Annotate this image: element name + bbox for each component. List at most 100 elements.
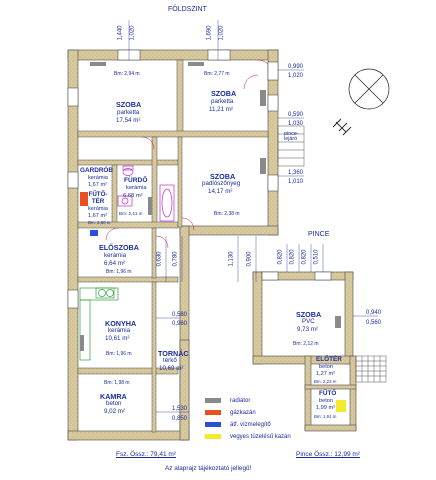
room-name: SZOBA [210, 172, 236, 181]
interior-walls [77, 59, 269, 433]
room-height: Bm: 1,96 m [106, 351, 132, 357]
room-area: 1,67 m² [88, 213, 107, 219]
room-area: 6,68 m² [123, 193, 143, 199]
dimension-label: 1,020 [129, 25, 136, 41]
room-area: 1,67 m² [88, 182, 107, 188]
legend-swatch-water-heater [205, 422, 221, 427]
room-floor: beton [106, 400, 122, 407]
dimension-label: 1,020 [288, 73, 304, 79]
room-name: SZOBA [116, 100, 142, 109]
stairs [277, 125, 387, 383]
room-name: TORNÁC [158, 349, 189, 358]
room-floor: kerámia [104, 252, 127, 259]
room-area: 9,02 m² [104, 408, 125, 415]
room-name: FŰTŐ-TÉR [88, 191, 108, 206]
room-area: 11,21 m² [209, 106, 233, 113]
dimension-label: 0,780 [172, 251, 179, 267]
room-area: 1,27 m² [316, 371, 335, 377]
room-name: ELŐTÉR [316, 356, 342, 363]
kitchen-furniture [79, 287, 119, 361]
exterior-walls [67, 49, 279, 441]
dimension-label: 0,820 [301, 249, 308, 265]
dimension-label: 0,820 [289, 249, 296, 265]
room-floor: parketta [211, 98, 234, 105]
legend-label: gázkazán [230, 410, 256, 416]
room-name: FÜRDŐ [124, 177, 148, 184]
room-floor: beton [319, 398, 333, 404]
dimension-label: 1,360 [288, 170, 304, 176]
room-height: Bm: 1,91 m [314, 414, 337, 419]
room-area: 10,69 m² [159, 365, 184, 372]
north-arrow-icon [348, 68, 390, 110]
room-floor: kerámia [88, 206, 108, 212]
dimension-label: 0,940 [366, 310, 382, 316]
legend-label: vegyes tüzelésű kazán [230, 434, 291, 440]
room-name: KAMRA [100, 392, 127, 401]
dimension-label: 1,440 [117, 25, 124, 41]
room-area: 1,99 m² [316, 405, 335, 411]
dimension-label: 1,020 [218, 25, 225, 41]
door-swings [105, 59, 273, 249]
bath-fixtures [117, 165, 175, 222]
room-floor: padlószőnyeg [202, 180, 241, 187]
floor-title: FÖLDSZINT [168, 6, 207, 13]
room-height: Bm: 2,41 m [119, 211, 143, 216]
room-height: Bm: 2,60 m [88, 220, 111, 225]
dimension-label: 1,690 [206, 25, 213, 41]
room-area: 10,61 m² [105, 335, 130, 342]
room-szoba1: Bm: 2,94 m [104, 72, 140, 77]
room-height: Bm: 1,98 m [104, 380, 130, 386]
room-height: Bm: 2,77 m [204, 71, 230, 77]
room-floor: beton [319, 364, 333, 370]
room-height: Bm: 2,94 m [114, 71, 140, 77]
dimension-label: 1,130 [228, 251, 235, 267]
room-name: GARDRÓB [80, 167, 114, 174]
room-name: KONYHA [105, 319, 137, 328]
room-height: Bm: 2,38 m [214, 211, 240, 217]
legend-swatch-gas-boiler [205, 410, 221, 415]
room-floor: PVC [302, 318, 315, 325]
dimension-label: 0,900 [246, 251, 253, 267]
room-height: Bm: 2,23 m [314, 379, 337, 384]
room-floor: kerámia [88, 175, 108, 181]
room-area: 17,54 m² [116, 117, 141, 124]
room-name: ELŐSZOBA [99, 243, 139, 252]
legend-swatch-mixed-boiler [205, 434, 221, 439]
dimension-label: 0,630 [156, 251, 163, 267]
dimension-label: 1,010 [288, 179, 304, 185]
dimension-label: 0,510 [313, 249, 320, 265]
dimension-label: 0,580 [172, 312, 188, 318]
ground-total: Fsz. Össz.: 79,41 m² [116, 451, 176, 458]
room-floor: kerámia [126, 185, 147, 191]
radiators [80, 62, 341, 351]
dimension-label: 0,960 [172, 321, 188, 327]
dimension-label: 1,030 [288, 121, 304, 127]
gas-boiler [80, 192, 88, 206]
legend-label: radiátor [230, 398, 251, 404]
room-floor: parketta [117, 109, 140, 116]
room-floor: térkő [163, 357, 177, 364]
disclaimer-note: Az alaprajz tájékoztató jellegű! [165, 465, 252, 472]
dimension-label: 0,590 [288, 112, 304, 118]
room-name: SZOBA [296, 310, 322, 319]
room-height: Bm: 2,12 m [293, 341, 319, 347]
room-name: FŰTŐ [319, 390, 337, 397]
room-height: Bm: 1,96 m [106, 269, 132, 275]
room-area: 14,17 m² [208, 188, 233, 195]
dimension-label: 0,820 [277, 249, 284, 265]
dimension-label: 0,850 [172, 416, 188, 422]
dimension-label: 0,990 [288, 64, 304, 70]
dimension-lines [128, 20, 378, 413]
pince-lejaro-label: pince- lejáró [284, 131, 299, 143]
room-area: 9,73 m² [297, 326, 318, 333]
basement-total: Pince Össz.: 12,99 m² [296, 451, 360, 458]
basement-walls [252, 271, 357, 432]
dimension-label: 0,560 [366, 320, 382, 326]
entrance-marker-icon [332, 118, 352, 136]
room-floor: kerámia [108, 327, 131, 334]
water-heater [90, 230, 98, 236]
basement-title: PINCE [308, 231, 330, 238]
mixed-fuel-boiler [336, 400, 346, 412]
dimension-label: 1,530 [172, 406, 188, 412]
